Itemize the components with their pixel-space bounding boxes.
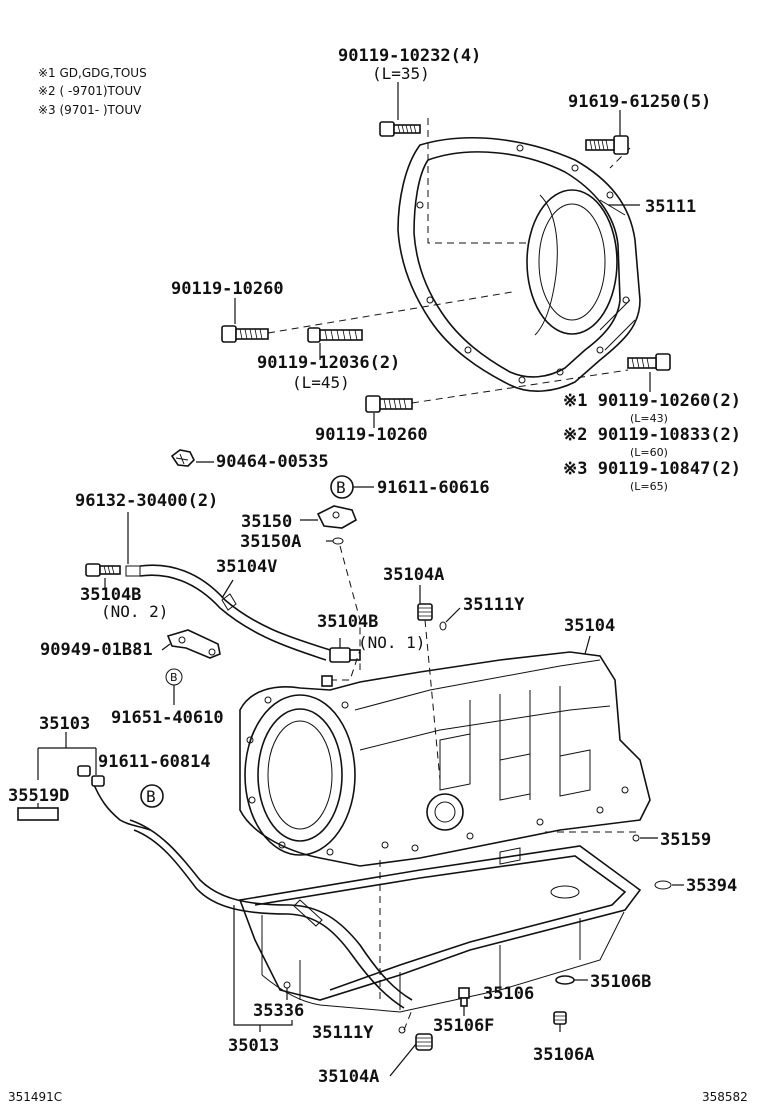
bracket-90949-01B81: [166, 629, 221, 659]
plate-35150: [316, 505, 358, 529]
label-90119-10833: ※2 90119-10833(2): [563, 425, 741, 445]
footer-right-code: 358582: [702, 1090, 748, 1104]
label-35159: 35159: [660, 830, 711, 850]
label-91611-60814: 91611-60814: [98, 752, 211, 772]
label-35104B-no1-sub: (NO. 1): [358, 633, 425, 652]
label-96132-30400: 96132-30400(2): [75, 491, 218, 511]
variant-notes: ※1 GD,GDG,TOUS ※2 ( -9701)TOUV ※3 (9701-…: [38, 66, 147, 117]
oring-35111Y-bottom: [398, 1026, 406, 1034]
label-35013: 35013: [228, 1036, 279, 1056]
gasket-35394: [654, 880, 672, 890]
filler-tube-35013: [129, 819, 413, 1009]
drain-plug-35106F: [458, 987, 470, 1007]
svg-text:B: B: [146, 787, 156, 806]
label-35106: 35106: [483, 984, 534, 1004]
label-35104: 35104: [564, 616, 615, 636]
label-90119-10232-len: (L=35): [372, 64, 430, 83]
marker-b-small: B: [165, 668, 183, 686]
label-90119-12036-len: (L=45): [292, 373, 350, 392]
note-1: ※1 GD,GDG,TOUS: [38, 66, 147, 80]
label-35104B-no1: 35104B: [317, 612, 378, 632]
bolt-90119-10260-a: [221, 291, 513, 343]
label-35106A: 35106A: [533, 1045, 594, 1065]
hose-35104V: [125, 564, 331, 661]
label-35104B-no2-sub: (NO. 2): [101, 602, 168, 621]
bolt-91619-61250: [585, 135, 629, 155]
label-35106F: 35106F: [433, 1016, 494, 1036]
union-35104B-no1: [321, 647, 361, 687]
label-90119-10260-2-len: (L=43): [630, 412, 668, 425]
label-90119-10260-b: 90119-10260: [315, 425, 428, 445]
label-35104V: 35104V: [216, 557, 277, 577]
bolt-90119-12036: [307, 327, 363, 343]
label-35111Y-top: 35111Y: [463, 595, 525, 615]
plug-35159: [632, 834, 640, 842]
oil-pan-drawing: [238, 845, 642, 1013]
label-35394: 35394: [686, 876, 737, 896]
label-35106B: 35106B: [590, 972, 651, 992]
label-35104A-top: 35104A: [383, 565, 444, 585]
label-35103: 35103: [39, 714, 90, 734]
plug-35104A-bottom: [415, 1033, 433, 1051]
label-35111Y-bottom: 35111Y: [312, 1023, 374, 1043]
note-2: ※2 ( -9701)TOUV: [38, 84, 142, 98]
ring-35150A: [332, 537, 344, 545]
gauge-35103: [17, 765, 151, 831]
label-91651-40610: 91651-40610: [111, 708, 224, 728]
footer-left-code: 351491C: [8, 1090, 62, 1104]
label-35150: 35150: [241, 512, 292, 532]
label-90119-10260-2: ※1 90119-10260(2): [563, 391, 741, 411]
label-90119-10232: 90119-10232(4): [338, 46, 481, 66]
bolt-90119-10260-2: [627, 353, 671, 371]
bolt-90119-10260-b: [365, 369, 629, 413]
label-35104B-no2: 35104B: [80, 585, 141, 605]
label-35104A-bottom: 35104A: [318, 1067, 379, 1087]
clip-90464-00535: [170, 449, 195, 467]
label-35111: 35111: [645, 197, 696, 217]
plug-35104A-top: [417, 603, 433, 621]
label-90464-00535: 90464-00535: [216, 452, 329, 472]
marker-b-1: B: [330, 475, 354, 499]
label-91619-61250: 91619-61250(5): [568, 92, 711, 112]
transmission-case-drawing: [239, 651, 651, 867]
label-90949-01B81: 90949-01B81: [40, 640, 153, 660]
bell-housing-drawing: [397, 118, 641, 392]
part-labels: 90119-10232(4) (L=35) 91619-61250(5) 351…: [8, 46, 741, 1087]
label-90119-10260-a: 90119-10260: [171, 279, 284, 299]
label-91611-60616: 91611-60616: [377, 478, 490, 498]
label-90119-10847: ※3 90119-10847(2): [563, 459, 741, 479]
oring-35111Y-top: [439, 621, 447, 631]
label-90119-10847-len: (L=65): [630, 480, 668, 493]
label-35150A: 35150A: [240, 532, 301, 552]
svg-text:B: B: [336, 478, 346, 497]
svg-text:B: B: [170, 671, 178, 684]
plug-35106A: [553, 1011, 567, 1025]
label-90119-12036: 90119-12036(2): [257, 353, 400, 373]
note-3: ※3 (9701- )TOUV: [38, 103, 142, 117]
clip-35336: [283, 981, 291, 989]
bolt-90119-10232: [379, 121, 421, 137]
label-35336: 35336: [253, 1001, 304, 1021]
marker-b-2: B: [140, 784, 164, 808]
union-35104B-no2: [85, 563, 121, 577]
label-35519D: 35519D: [8, 786, 69, 806]
label-90119-10833-len: (L=60): [630, 446, 668, 459]
washer-35106B: [555, 975, 575, 985]
